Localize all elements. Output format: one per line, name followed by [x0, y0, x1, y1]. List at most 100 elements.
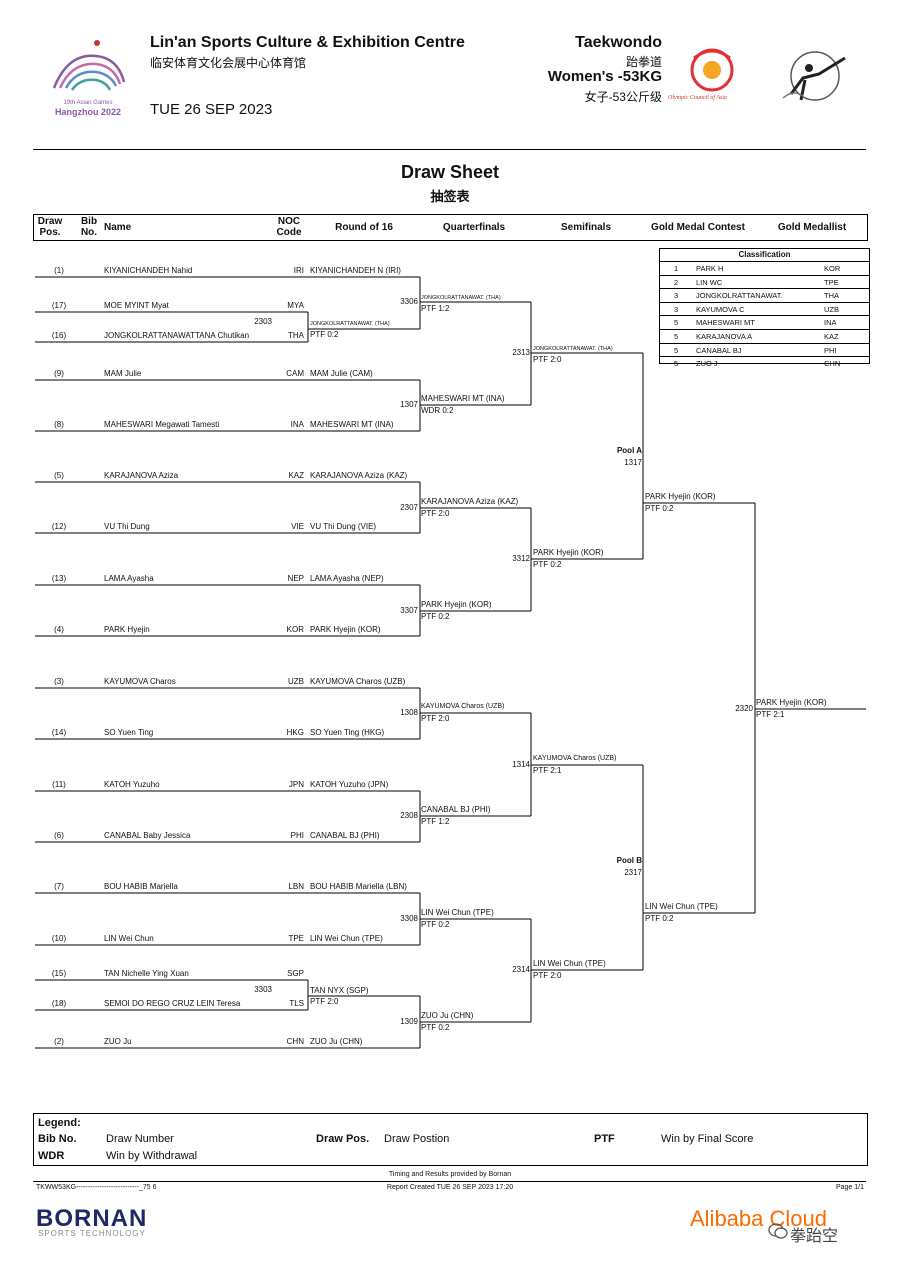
- bout-number: 2313: [512, 348, 530, 357]
- games-logo: [48, 38, 128, 100]
- bout-number: 3312: [512, 554, 530, 563]
- sf-winner: JONGKOLRATTANAWAT. (THA): [533, 346, 613, 352]
- noc-code: JPN: [288, 780, 304, 789]
- r16-winner: KIYANICHANDEH N (IRI): [310, 266, 401, 275]
- rank: 2: [674, 277, 679, 287]
- noc-code: UZB: [288, 677, 304, 686]
- sf-winner: LIN Wei Chun (TPE): [533, 959, 606, 968]
- draw-pos: (16): [51, 331, 67, 340]
- table-row: 3 KAYUMOVA C UZB: [660, 303, 869, 317]
- rank: 5: [674, 345, 679, 355]
- qf-winner: LIN Wei Chun (TPE): [421, 908, 494, 917]
- event-date: TUE 26 SEP 2023: [150, 101, 273, 118]
- r16-winner: LAMA Ayasha (NEP): [310, 574, 384, 583]
- rank: 5: [674, 359, 679, 369]
- col-gold: Gold Medal Contest: [651, 222, 745, 233]
- sf-winner: PARK Hyejin (KOR): [533, 548, 604, 557]
- noc-code: KAZ: [824, 331, 839, 341]
- noc-code: PHI: [824, 345, 837, 355]
- athlete-name: MAHESWARI Megawati Tamesti: [104, 420, 220, 429]
- bout-number: 3306: [400, 297, 418, 306]
- athlete-short: JONGKOLRATTANAWAT.: [696, 291, 783, 301]
- bout-score: PTF 0:2: [421, 1023, 450, 1032]
- bout-score: PTF 0:2: [645, 914, 674, 923]
- athlete-short: CANABAL BJ: [696, 345, 742, 355]
- noc-code: LBN: [288, 882, 304, 891]
- athlete-name: KAYUMOVA Charos: [104, 677, 176, 686]
- rank: 1: [674, 264, 679, 273]
- classification-table: Classification 1 PARK H KOR 2 LIN WC TPE…: [659, 248, 870, 368]
- r16-winner: CANABAL BJ (PHI): [310, 831, 380, 840]
- bout-score: PTF 0:2: [645, 504, 674, 513]
- draw-pos: (15): [51, 969, 67, 978]
- r16-winner: KARAJANOVA Aziza (KAZ): [310, 471, 408, 480]
- bout-score: PTF 0:2: [310, 330, 339, 339]
- draw-pos: (17): [51, 301, 67, 310]
- bout-number: 3308: [400, 914, 418, 923]
- col-name: Name: [104, 222, 132, 233]
- athlete-name: SO Yuen Ting: [104, 728, 154, 737]
- page-number: Page 1/1: [835, 1184, 864, 1191]
- bout-number: 1307: [400, 400, 418, 409]
- prelim-winner: JONGKOLRATTANAWAT. (THA): [310, 321, 390, 327]
- pool-winner: PARK Hyejin (KOR): [645, 492, 716, 501]
- draw-pos: (1): [54, 266, 64, 275]
- event-name: Women's -53KG: [547, 68, 662, 85]
- legend-key: Draw Pos.: [316, 1133, 370, 1145]
- sport-pictogram-icon: [775, 48, 855, 104]
- noc-code: PHI: [290, 831, 304, 840]
- report-created: Report Created TUE 26 SEP 2023 17:20: [386, 1184, 514, 1191]
- athlete-name: MAM Julie: [104, 369, 142, 378]
- legend-value: Draw Postion: [384, 1133, 450, 1145]
- wechat-icon: [768, 1222, 788, 1240]
- legend-key: Bib No.: [38, 1133, 77, 1145]
- r16-winner: PARK Hyejin (KOR): [310, 625, 381, 634]
- draw-pos: (3): [54, 677, 64, 686]
- oca-name: Olympic Council of Asia: [668, 95, 728, 101]
- r16-winner: SO Yuen Ting (HKG): [310, 728, 385, 737]
- bout-number: 3303: [254, 985, 272, 994]
- legend-key: WDR: [38, 1150, 65, 1162]
- watermark: 拳跆空: [790, 1228, 839, 1245]
- athlete-short: PARK H: [696, 264, 724, 273]
- noc-code: SGP: [287, 969, 304, 978]
- athlete-short: MAHESWARI MT: [696, 318, 755, 328]
- athlete-short: KARAJANOVA A: [696, 331, 753, 341]
- athlete-name: VU Thi Dung: [104, 522, 150, 531]
- bout-score: PTF 1:2: [421, 817, 450, 826]
- pool-label: Pool B: [616, 856, 642, 865]
- legend-title: Legend:: [38, 1117, 81, 1129]
- report-code: TKWW53KG---------------------------_75 6: [36, 1184, 157, 1191]
- games-name: 19th Asian Games: [63, 100, 113, 106]
- bout-score: WDR 0:2: [421, 406, 454, 415]
- qf-winner: KAYUMOVA Charos (UZB): [421, 703, 505, 710]
- r16-winner: MAHESWARI MT (INA): [310, 420, 394, 429]
- draw-pos: (18): [51, 999, 67, 1008]
- r16-winner: KAYUMOVA Charos (UZB): [310, 677, 406, 686]
- athlete-name: KATOH Yuzuho: [104, 780, 160, 789]
- draw-pos: (13): [51, 574, 67, 583]
- noc-code: TPE: [288, 934, 304, 943]
- pool-label: Pool A: [616, 446, 642, 455]
- col-noc: NOC Code: [276, 216, 302, 238]
- sport-name: Taekwondo: [575, 34, 662, 51]
- noc-code: IRI: [293, 266, 304, 275]
- venue-name: Lin'an Sports Culture & Exhibition Centr…: [150, 34, 465, 51]
- noc-code: TPE: [824, 277, 839, 287]
- draw-pos: (6): [54, 831, 64, 840]
- athlete-name: MOE MYINT Myat: [104, 301, 169, 310]
- legend-key: PTF: [594, 1133, 615, 1145]
- athlete-name: LAMA Ayasha: [104, 574, 154, 583]
- provider-note: Timing and Results provided by Bornan: [388, 1171, 512, 1178]
- table-row: 1 PARK H KOR: [660, 262, 869, 276]
- rank: 5: [674, 318, 679, 328]
- noc-code: MYA: [287, 301, 304, 310]
- legend-value: Draw Number: [106, 1133, 174, 1145]
- noc-code: VIE: [291, 522, 304, 531]
- bout-score: PTF 2:0: [310, 997, 339, 1006]
- col-draw-pos: Draw Pos.: [37, 216, 63, 238]
- bout-score: PTF 2:0: [533, 355, 562, 364]
- column-header-bar: Draw Pos. Bib No. Name NOC Code Round of…: [33, 214, 868, 241]
- table-row: 5 MAHESWARI MT INA: [660, 316, 869, 330]
- bout-number: 2308: [400, 811, 418, 820]
